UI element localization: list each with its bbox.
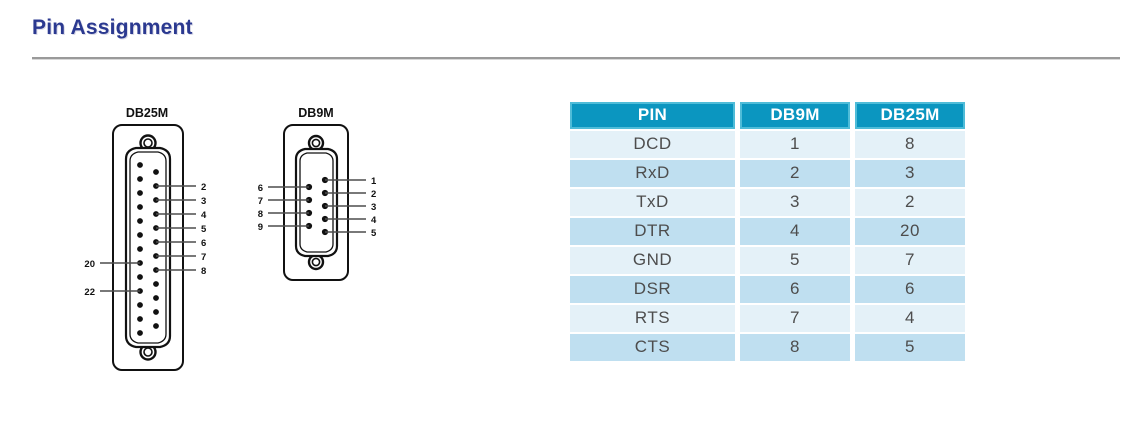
- db9m-screw-top-icon: [307, 134, 325, 152]
- db9m-callout-7: 7: [258, 196, 263, 207]
- db25m-screw-top-icon: [139, 134, 157, 152]
- cell-signal: DSR: [570, 276, 735, 303]
- db9m-shroud-inner: [299, 152, 334, 253]
- db25m-callout-2: 2: [201, 182, 206, 193]
- pin-assignment-table: PIN DB9M DB25M DCD 1 8 RxD 2 3 TxD 3 2 D…: [565, 100, 970, 363]
- table-row: DCD 1 8: [570, 131, 965, 158]
- db25m-screw-bottom-icon: [139, 343, 157, 361]
- db25m-shroud-inner: [129, 151, 167, 344]
- column-header-db9m: DB9M: [740, 102, 850, 129]
- db9m-callout-4: 4: [371, 215, 377, 226]
- db25m-callouts-left: 20 22: [84, 259, 140, 298]
- cell-db9m: 2: [740, 160, 850, 187]
- cell-db25m: 6: [855, 276, 965, 303]
- db25m-callout-4: 4: [201, 210, 207, 221]
- cell-signal: DTR: [570, 218, 735, 245]
- db25m-callout-8: 8: [201, 266, 206, 277]
- db9m-callout-3: 3: [371, 202, 376, 213]
- cell-db25m: 5: [855, 334, 965, 361]
- db9m-connector: DB9M: [258, 106, 377, 281]
- cell-db25m: 8: [855, 131, 965, 158]
- table-row: TxD 3 2: [570, 189, 965, 216]
- db25m-callout-6: 6: [201, 238, 206, 249]
- cell-signal: DCD: [570, 131, 735, 158]
- table-row: CTS 8 5: [570, 334, 965, 361]
- db9m-callout-9: 9: [258, 222, 263, 233]
- db25m-pin-column-left: [137, 162, 143, 336]
- page-title: Pin Assignment: [32, 16, 193, 39]
- cell-db9m: 4: [740, 218, 850, 245]
- db9m-callout-2: 2: [371, 189, 376, 200]
- db9m-callout-8: 8: [258, 209, 263, 220]
- db25m-callouts-right: 2 3 4 5 6 7 8: [156, 182, 207, 277]
- db25m-callout-22: 22: [84, 287, 95, 298]
- cell-db9m: 7: [740, 305, 850, 332]
- cell-db25m: 3: [855, 160, 965, 187]
- db9m-shroud-outer: [294, 147, 339, 258]
- db9m-callouts-left: 6 7 8 9: [258, 183, 309, 233]
- column-header-pin: PIN: [570, 102, 735, 129]
- table-row: RTS 7 4: [570, 305, 965, 332]
- cell-signal: TxD: [570, 189, 735, 216]
- column-header-db25m: DB25M: [855, 102, 965, 129]
- db9m-callout-6: 6: [258, 183, 263, 194]
- table-row: GND 5 7: [570, 247, 965, 274]
- db9m-callout-1: 1: [371, 176, 377, 187]
- table-row: RxD 2 3: [570, 160, 965, 187]
- db25m-callout-3: 3: [201, 196, 206, 207]
- connector-diagrams: DB25M: [0, 95, 470, 395]
- cell-signal: CTS: [570, 334, 735, 361]
- db25m-label: DB25M: [126, 106, 168, 120]
- cell-db25m: 20: [855, 218, 965, 245]
- db25m-callout-5: 5: [201, 224, 207, 235]
- cell-db9m: 1: [740, 131, 850, 158]
- cell-db25m: 7: [855, 247, 965, 274]
- db25m-shroud-outer: [124, 146, 172, 349]
- cell-signal: GND: [570, 247, 735, 274]
- cell-db25m: 2: [855, 189, 965, 216]
- table-header-row: PIN DB9M DB25M: [570, 102, 965, 129]
- db9m-callout-5: 5: [371, 228, 377, 239]
- db25m-connector: DB25M: [84, 106, 207, 371]
- db9m-callouts-right: 1 2 3 4 5: [325, 176, 377, 239]
- cell-signal: RTS: [570, 305, 735, 332]
- cell-db9m: 6: [740, 276, 850, 303]
- cell-db9m: 8: [740, 334, 850, 361]
- table-row: DTR 4 20: [570, 218, 965, 245]
- db25m-callout-7: 7: [201, 252, 206, 263]
- cell-db25m: 4: [855, 305, 965, 332]
- db9m-label: DB9M: [298, 106, 333, 120]
- cell-db9m: 5: [740, 247, 850, 274]
- cell-signal: RxD: [570, 160, 735, 187]
- cell-db9m: 3: [740, 189, 850, 216]
- db25m-callout-20: 20: [84, 259, 95, 270]
- table-row: DSR 6 6: [570, 276, 965, 303]
- title-divider: [32, 57, 1120, 60]
